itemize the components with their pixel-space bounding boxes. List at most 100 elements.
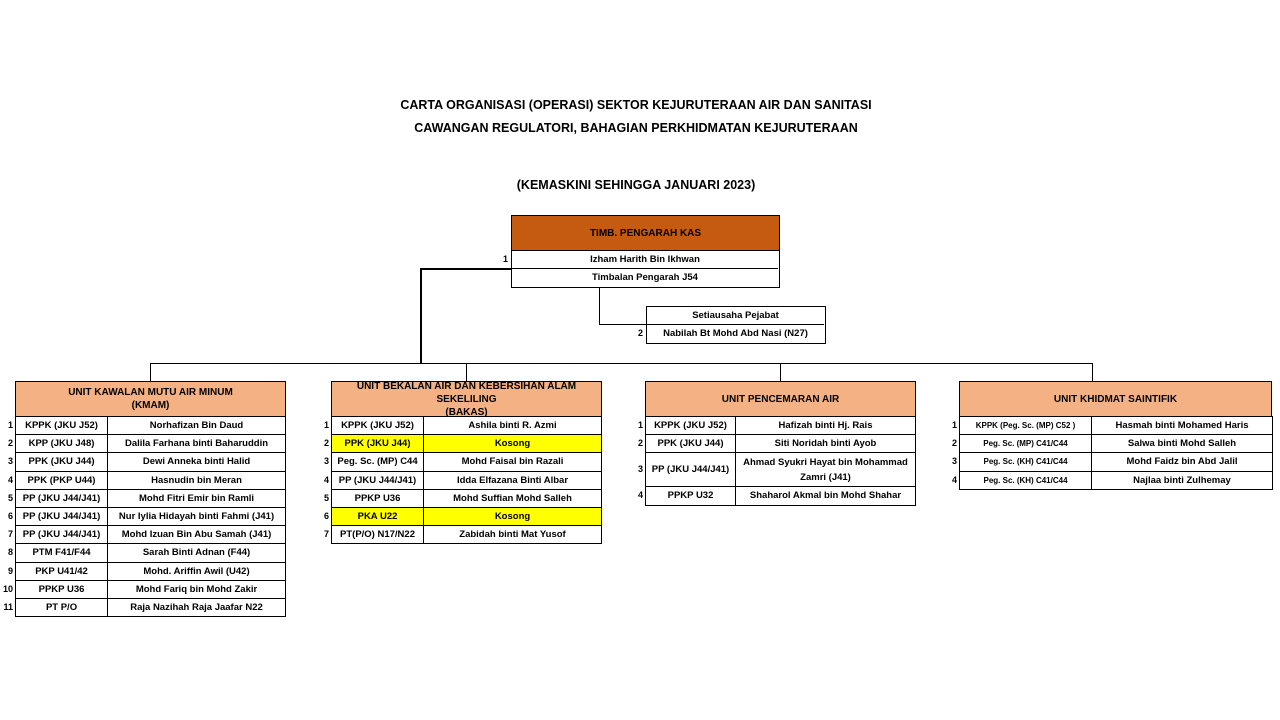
top-officer-name: Izham Harith Bin Ikhwan — [512, 251, 778, 269]
row-number: 3 — [8, 456, 14, 467]
connector-unit-3 — [780, 363, 781, 381]
grade-cell: Peg. Sc. (KH) C41/C44 — [959, 470, 1092, 490]
grade-cell: PPK (JKU J44) — [331, 434, 424, 454]
row-number: 1 — [8, 420, 14, 431]
row-number: 4 — [951, 474, 957, 485]
row-number: 6 — [8, 511, 14, 522]
secretary-number: 2 — [638, 328, 644, 338]
row-number: 4 — [323, 474, 329, 485]
unit-saintifik-heading: UNIT KHIDMAT SAINTIFIK — [959, 381, 1272, 417]
officer-name-cell: Sarah Binti Adnan (F44) — [107, 543, 287, 563]
officer-name-cell: Shaharol Akmal bin Mohd Shahar — [735, 486, 916, 506]
grade-cell: PP (JKU J44/J41) — [331, 470, 424, 490]
unit-bakas-heading: UNIT BEKALAN AIR DAN KEBERSIHAN ALAM SEK… — [331, 380, 602, 418]
row-number: 2 — [323, 438, 329, 449]
grade-cell: KPP (JKU J48) — [15, 434, 109, 454]
officer-name-cell: Dewi Anneka binti Halid — [107, 452, 287, 472]
row-number: 11 — [3, 601, 14, 612]
officer-name-cell: Mohd Suffian Mohd Salleh — [423, 488, 602, 508]
unit-kmam-heading: UNIT KAWALAN MUTU AIR MINUM (KMAM) — [15, 381, 286, 417]
grade-cell: PP (JKU J44/J41) — [15, 525, 109, 545]
officer-name-cell: Mohd Izuan Bin Abu Samah (J41) — [107, 525, 287, 545]
officer-name-cell: Ahmad Syukri Hayat bin Mohammad Zamri (J… — [735, 452, 916, 488]
grade-cell: PPK (JKU J44) — [15, 452, 109, 472]
officer-name-cell: Hafizah binti Hj. Rais — [735, 415, 916, 436]
chart-title: CARTA ORGANISASI (OPERASI) SEKTOR KEJURU… — [400, 98, 872, 112]
officer-name-cell: Dalila Farhana binti Baharuddin — [107, 434, 287, 454]
grade-cell: PPKP U32 — [645, 486, 736, 506]
officer-name-cell: Zabidah binti Mat Yusof — [423, 525, 602, 545]
row-number: 2 — [8, 438, 14, 449]
row-number: 2 — [951, 438, 957, 449]
grade-cell: PPK (JKU J44) — [645, 434, 736, 454]
grade-cell: Peg. Sc. (MP) C44 — [331, 452, 424, 472]
secretary-title: Setiausaha Pejabat — [647, 307, 824, 325]
row-number: 9 — [8, 565, 14, 576]
row-number: 1 — [637, 420, 643, 431]
officer-name-cell: Mohd. Ariffin Awil (U42) — [107, 561, 287, 581]
unit-bakas-heading-text: UNIT BEKALAN AIR DAN KEBERSIHAN ALAM SEK… — [356, 380, 577, 418]
officer-name-cell: Mohd Faidz bin Abd Jalil — [1091, 452, 1273, 472]
grade-cell: Peg. Sc. (MP) C41/C44 — [959, 434, 1092, 454]
connector-unit-1 — [150, 363, 151, 381]
row-number: 3 — [637, 464, 643, 475]
officer-name-cell: Kosong — [423, 506, 602, 527]
row-number: 6 — [323, 511, 329, 522]
grade-cell: PP (JKU J44/J41) — [645, 452, 736, 488]
row-number: 4 — [8, 474, 14, 485]
connector-units-bus — [150, 363, 1093, 364]
officer-name-cell: Siti Noridah binti Ayob — [735, 434, 916, 454]
grade-cell: PPKP U36 — [331, 488, 424, 508]
row-number: 3 — [323, 456, 329, 467]
officer-name-cell: Mohd Fitri Emir bin Ramli — [107, 488, 287, 508]
unit-kmam-heading-text: UNIT KAWALAN MUTU AIR MINUM (KMAM) — [68, 387, 233, 411]
officer-name-cell: Mohd Faisal bin Razali — [423, 452, 602, 472]
connector-top-down — [420, 268, 422, 364]
secretary-box: Setiausaha Pejabat Nabilah Bt Mohd Abd N… — [646, 306, 826, 344]
officer-name-cell: Najlaa binti Zulhemay — [1091, 470, 1273, 490]
officer-name-cell: Raja Nazihah Raja Jaafar N22 — [107, 597, 287, 618]
connector-secretary-down — [599, 288, 600, 325]
grade-cell: PP (JKU J44/J41) — [15, 506, 109, 527]
officer-name-cell: Hasmah binti Mohamed Haris — [1091, 415, 1273, 436]
grade-cell: Peg. Sc. (KH) C41/C44 — [959, 452, 1092, 472]
officer-name-cell: Mohd Fariq bin Mohd Zakir — [107, 579, 287, 599]
connector-secretary — [599, 324, 646, 325]
grade-cell: PP (JKU J44/J41) — [15, 488, 109, 508]
row-number: 8 — [8, 547, 14, 558]
grade-cell: PT(P/O) N17/N22 — [331, 525, 424, 545]
top-officer-position: Timbalan Pengarah J54 — [592, 271, 698, 283]
officer-name-cell: Idda Elfazana Binti Albar — [423, 470, 602, 490]
row-number: 7 — [8, 529, 14, 540]
grade-cell: KPPK (JKU J52) — [15, 415, 109, 436]
row-number: 1 — [951, 420, 957, 431]
grade-cell: PKP U41/42 — [15, 561, 109, 581]
row-number: 10 — [3, 583, 14, 594]
row-number: 3 — [951, 456, 957, 467]
grade-cell: KPPK (Peg. Sc. (MP) C52 ) — [959, 415, 1092, 436]
grade-cell: PKA U22 — [331, 506, 424, 527]
update-date: (KEMASKINI SEHINGGA JANUARI 2023) — [516, 178, 756, 192]
